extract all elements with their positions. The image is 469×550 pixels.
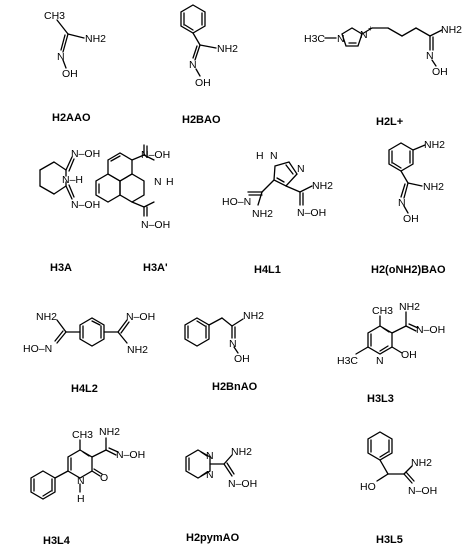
atom-nh2: NH2 [423, 181, 444, 193]
atom-o: O [100, 472, 108, 484]
atom-n2: N [206, 469, 214, 481]
atom-noh: N–OH [228, 478, 257, 490]
atom-hon-left: HO–N [23, 343, 52, 355]
atom-noh: N–OH [408, 485, 437, 497]
label-h3a: H3A [50, 262, 72, 274]
structure-h3l5: HO NH2 N–OH H3L5 [360, 431, 437, 546]
atom-oh: OH [234, 353, 250, 365]
atom-n: N [189, 59, 197, 71]
atom-nh2: NH2 [85, 33, 106, 45]
atom-nh2: NH2 [411, 457, 432, 469]
atom-n1: N [206, 450, 214, 462]
structure-h2l-plus: H3C N N + NH2 N OH H2L+ [304, 24, 462, 128]
atom-nh2-right: NH2 [312, 180, 333, 192]
atom-oh: OH [62, 68, 78, 80]
atom-nh2-left: NH2 [252, 208, 273, 220]
structure-h2pymao: N N NH2 N–OH H2pymAO [185, 446, 257, 544]
label-h2aao: H2AAO [52, 112, 91, 124]
atom-ring-nh2: NH2 [424, 139, 445, 151]
structure-h2-onh2-bao: NH2 NH2 N OH H2(oNH2)BAO [371, 139, 446, 276]
atom-ho: HO [360, 481, 376, 493]
atom-h3c: H3C [337, 355, 358, 367]
atom-plus: + [368, 24, 373, 33]
structure-h3l4: CH3 NH2 N–OH N H O H3L4 [30, 426, 145, 547]
label-h2-onh2-bao: H2(oNH2)BAO [371, 264, 446, 276]
atom-noh-bot: N–OH [71, 199, 100, 211]
label-h3l4: H3L4 [43, 535, 71, 547]
atom-h: H [256, 150, 264, 162]
atom-nh2: NH2 [399, 301, 420, 313]
atom-noh-top: N–OH [141, 149, 170, 161]
atom-n: N [77, 475, 85, 487]
atom-h: H [166, 176, 174, 188]
structure-h4l1: H N N HO–N NH2 NH2 N–OH H4L1 [222, 150, 333, 276]
atom-n1: N [337, 33, 345, 45]
atom-oh: OH [432, 66, 448, 78]
atom-noh-right: N–OH [297, 207, 326, 219]
structure-h3a-prime: N–OH N H N–OH H3A' [95, 144, 174, 274]
atom-oh: OH [403, 213, 419, 225]
label-h2pymao: H2pymAO [186, 532, 240, 544]
atom-n: N [154, 176, 162, 188]
atom-ch3: CH3 [44, 10, 65, 22]
atom-n1: N [270, 150, 278, 162]
atom-n2: N [297, 163, 305, 175]
atom-nh2: NH2 [99, 426, 120, 438]
label-h2bao: H2BAO [182, 114, 221, 126]
atom-oh: OH [401, 349, 417, 361]
label-h4l2: H4L2 [71, 383, 98, 395]
atom-n: N [376, 355, 384, 367]
atom-nh2: NH2 [243, 310, 264, 322]
atom-nh2: NH2 [217, 43, 238, 55]
label-h4l1: H4L1 [254, 264, 281, 276]
atom-n: N [426, 50, 434, 62]
atom-noh-right: N–OH [126, 311, 155, 323]
atom-n: N [57, 51, 65, 63]
atom-n: N [229, 338, 237, 350]
atom-h3c: H3C [304, 33, 325, 45]
atom-ch3: CH3 [72, 429, 93, 441]
atom-nh: N–H [62, 174, 83, 186]
atom-nh2-left: NH2 [36, 311, 57, 323]
atom-noh-top: N–OH [71, 148, 100, 160]
atom-h: H [77, 493, 85, 505]
structure-h4l2: NH2 HO–N N–OH NH2 H4L2 [23, 311, 155, 395]
structure-h2bnao: NH2 N OH H2BnAO [184, 310, 264, 393]
structure-h2bao: NH2 N OH H2BAO [180, 4, 238, 126]
atom-nh2-right: NH2 [127, 344, 148, 356]
atom-nh2: NH2 [231, 446, 252, 458]
atom-n: N [398, 197, 406, 209]
atom-oh: OH [195, 77, 211, 89]
structure-h3a: N–OH N–H N–OH H3A [39, 148, 100, 274]
atom-hon-left: HO–N [222, 196, 251, 208]
structure-h2aao: CH3 NH2 N OH H2AAO [44, 10, 106, 124]
atom-n2: N [360, 29, 368, 41]
atom-nh2: NH2 [441, 24, 462, 36]
atom-ch3: CH3 [372, 305, 393, 317]
label-h2l-plus: H2L+ [376, 116, 403, 128]
label-h2bnao: H2BnAO [212, 381, 258, 393]
atom-noh-bot: N–OH [141, 219, 170, 231]
structure-h3l3: CH3 NH2 N–OH H3C N OH H3L3 [337, 301, 445, 405]
atom-noh: N–OH [116, 449, 145, 461]
atom-noh: N–OH [416, 324, 445, 336]
label-h3l3: H3L3 [367, 393, 394, 405]
label-h3a-prime: H3A' [143, 262, 168, 274]
label-h3l5: H3L5 [376, 534, 403, 546]
